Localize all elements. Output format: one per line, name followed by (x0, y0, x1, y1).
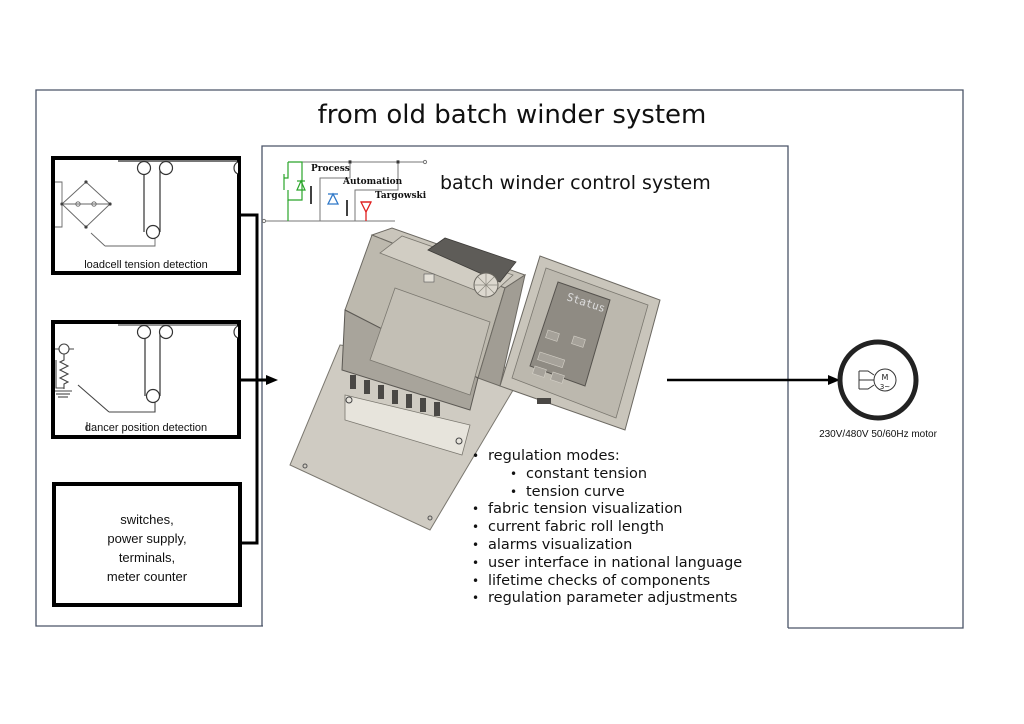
feature-item: regulation parameter adjustments (472, 590, 742, 608)
company-logo (261, 159, 428, 224)
feature-item: alarms visualization (472, 537, 742, 555)
feature-list: regulation modes: constant tension tensi… (472, 448, 742, 608)
switches-line: terminals, (118, 550, 176, 565)
roller-icon (136, 324, 239, 404)
switches-line: meter counter (106, 569, 188, 584)
logo-text-targowski: Targowski (375, 191, 427, 201)
feature-item: regulation modes: (472, 448, 742, 466)
frequency-inverter (341, 227, 527, 456)
wheatstone-bridge-icon (55, 180, 156, 247)
hmi-panel: Status (499, 255, 661, 431)
control-system-title: batch winder control system (440, 172, 711, 194)
switches-line: power supply, (107, 531, 187, 546)
logo-text-automation: Automation (343, 177, 403, 187)
logo-text-process: Process (311, 164, 350, 174)
motor-label: 230V/480V 50/60Hz motor (819, 429, 937, 440)
dancer-label: dancer position detection (84, 422, 208, 434)
feature-item: current fabric roll length (472, 519, 742, 537)
diagram-title: from old batch winder system (317, 100, 707, 130)
motor-symbol-phase: 3~ (880, 383, 890, 391)
feature-item: fabric tension visualization (472, 501, 742, 519)
loadcell-box (51, 156, 241, 275)
input-connector (239, 213, 268, 545)
motor-symbol-m: M (882, 373, 889, 382)
feature-item: user interface in national language (472, 555, 742, 573)
dancer-box (51, 320, 241, 439)
igbt-blue-icon (310, 186, 340, 205)
motor-symbol: M 3~ (837, 339, 919, 421)
feature-subitem: constant tension (472, 466, 742, 484)
outer-frame (35, 89, 964, 629)
roller-icon (136, 160, 239, 240)
switches-line: switches, (120, 512, 174, 527)
switches-box (52, 482, 242, 607)
feature-item: lifetime checks of components (472, 573, 742, 591)
feature-subitem: tension curve (472, 484, 742, 502)
igbt-red-icon (346, 200, 373, 221)
controller-device-illustration: Status (289, 227, 661, 531)
igbt-green-icon (283, 161, 306, 221)
input-arrow-head (266, 375, 278, 385)
switches-label: switches, power supply, terminals, meter… (56, 510, 238, 586)
loadcell-label: loadcell tension detection (84, 259, 208, 271)
inner-frame (261, 145, 789, 628)
output-arrow-head (828, 375, 840, 385)
